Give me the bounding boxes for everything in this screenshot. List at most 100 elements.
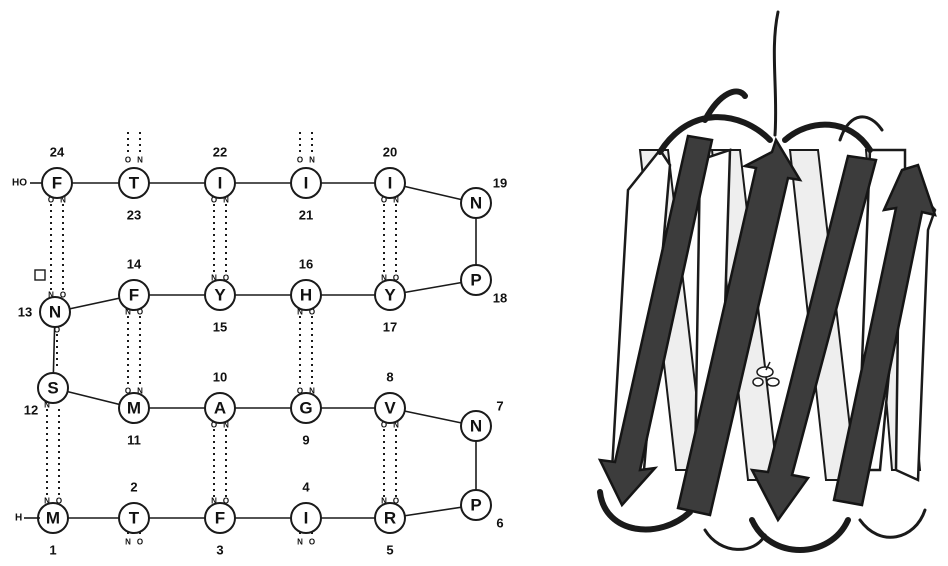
n-terminal-label: H	[15, 513, 22, 524]
residue-circle	[37, 372, 69, 404]
residue-circle	[290, 279, 322, 311]
hbond-atom-label: N	[393, 421, 399, 430]
hbond-atom-label: O	[211, 421, 217, 430]
residue-15: Y 15	[204, 279, 236, 335]
hbond-atom-label: N	[393, 196, 399, 205]
front-strand-arrow	[832, 163, 937, 507]
residue-18: P 18	[460, 264, 507, 306]
hbond-atom-label: O	[223, 274, 229, 283]
residue-10: A10	[204, 370, 236, 424]
hbond-atom-label: O	[137, 538, 143, 547]
residue-letter: I	[304, 174, 309, 193]
residue-letter: N	[49, 303, 61, 322]
residue-number: 18	[493, 291, 507, 306]
residue-letter: M	[46, 509, 60, 528]
residue-circle	[374, 502, 406, 534]
bottom-loop	[858, 508, 927, 539]
residue-5: R5	[374, 502, 406, 558]
hbond-atom-label: N	[125, 308, 131, 317]
residue-letter: N	[470, 417, 482, 436]
hbond-atom-label: O	[56, 497, 62, 506]
residue-letter: P	[470, 496, 481, 515]
hbond-atom-label: O	[381, 421, 387, 430]
hbond-atom-label: O	[223, 497, 229, 506]
residue-circle	[460, 410, 492, 442]
hbond-atom-label: N	[211, 497, 217, 506]
hbond-atom-label: N	[44, 401, 50, 410]
residue-letter: H	[300, 286, 312, 305]
residue-letter: G	[299, 399, 312, 418]
front-strand-arrow	[676, 137, 803, 517]
top-loop	[838, 115, 884, 142]
residue-letter: V	[384, 399, 396, 418]
residue-letter: I	[304, 509, 309, 528]
residue-circle	[204, 502, 236, 534]
hbond-atom-label: O	[297, 387, 303, 396]
peptide-bonds	[52, 182, 477, 519]
hbond-atom-label: N	[223, 196, 229, 205]
hbond-atom-label: N	[297, 308, 303, 317]
residue-letter: T	[129, 509, 140, 528]
residue-circle	[39, 296, 71, 328]
residue-letter: Y	[214, 286, 226, 305]
residue-number: 1	[49, 543, 56, 558]
residue-circle	[118, 502, 150, 534]
bottom-loop	[749, 517, 851, 553]
hbond-atom-label: O	[309, 538, 315, 547]
residue-number: 23	[127, 208, 141, 223]
hbond-atom-label: O	[125, 387, 131, 396]
residue-number: 2	[130, 480, 137, 495]
front-strand-arrow	[597, 134, 714, 508]
residue-circle	[460, 264, 492, 296]
residue-circle	[118, 392, 150, 424]
residue-circle	[118, 279, 150, 311]
residue-circle	[290, 502, 322, 534]
residue-24: F 24	[41, 145, 73, 199]
hbond-atom-label: O	[297, 156, 303, 165]
residue-circle	[374, 279, 406, 311]
residue-9: G9	[290, 392, 322, 448]
residue-number: 13	[18, 305, 32, 320]
hbond-atom-label: O	[309, 308, 315, 317]
hbond-atom-label: O	[393, 274, 399, 283]
residue-number: 24	[50, 145, 65, 160]
residue-number: 14	[127, 257, 142, 272]
residue-number: 21	[299, 208, 313, 223]
residue-circles: M1T2F3I4R5P6N7V8G9A10M11S12N13F14Y15H16Y…	[18, 145, 507, 558]
residue-letter: Y	[384, 286, 396, 305]
residue-number: 6	[496, 516, 503, 531]
hbond-atom-label: O	[125, 156, 131, 165]
residue-letter: P	[470, 271, 481, 290]
residue-number: 4	[302, 480, 310, 495]
residue-letter: R	[384, 509, 396, 528]
hbond-atom-label: N	[137, 156, 143, 165]
residue-letter: I	[218, 174, 223, 193]
residue-2: T2	[118, 480, 150, 534]
bottom-loop	[597, 489, 693, 533]
residue-8: V8	[374, 370, 406, 424]
residue-23: T23	[118, 167, 150, 223]
residue-number: 9	[302, 433, 309, 448]
residue-13: N 13	[18, 296, 71, 328]
hbond-atom-label: N	[48, 291, 54, 300]
hbond-atom-label: N	[137, 387, 143, 396]
residue-letter: F	[52, 174, 62, 193]
beta-barrel-ribbon	[597, 10, 937, 553]
hbond-atom-label: N	[381, 274, 387, 283]
residue-circle	[118, 167, 150, 199]
residue-7: N7	[460, 399, 504, 442]
water-marker	[34, 269, 46, 281]
residue-number: 15	[213, 320, 227, 335]
hbond-atom-label: O	[54, 326, 60, 335]
residue-number: 20	[383, 145, 397, 160]
hbond-atom-label: N	[60, 196, 66, 205]
hbond-atom-label: O	[48, 196, 54, 205]
n-terminal-tail	[772, 10, 780, 137]
residue-letter: S	[47, 379, 58, 398]
residue-3: F3	[204, 502, 236, 558]
hydrogen-bonds	[46, 132, 397, 536]
hbond-atom-label: O	[60, 291, 66, 300]
residue-14: F14	[118, 257, 150, 311]
residue-number: 10	[213, 370, 227, 385]
